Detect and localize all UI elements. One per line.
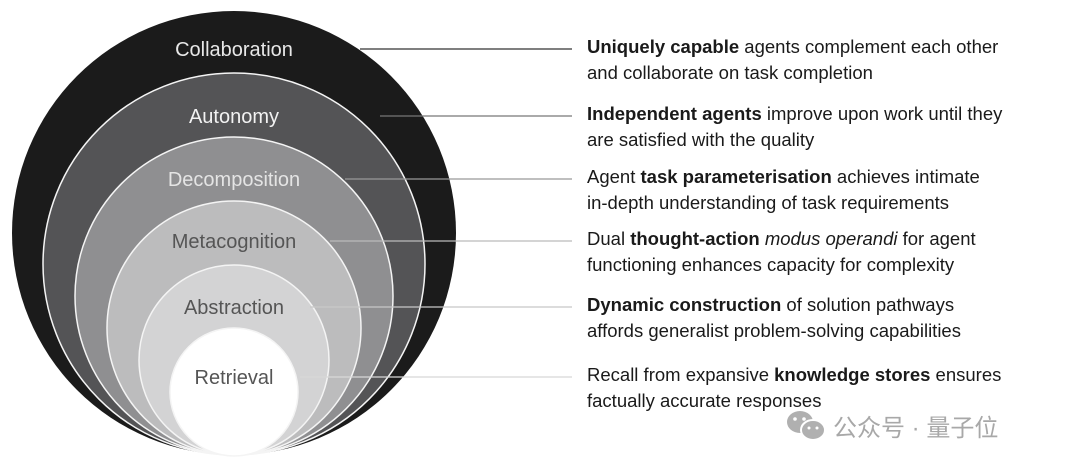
desc-text: agents complement each other [739,36,999,57]
desc-text: functioning enhances capacity for comple… [587,254,955,275]
emphasis-text: Uniquely capable [587,36,740,57]
layer-label: Decomposition [168,169,300,191]
layer-label: Metacognition [172,231,297,253]
desc-text: and collaborate on task completion [587,62,873,83]
layer-description: Independent agents improve upon work unt… [587,101,1002,153]
layer-description: Recall from expansive knowledge stores e… [587,362,1001,414]
desc-text: Agent [587,166,641,187]
desc-text: for agent [897,228,976,249]
layer-label: Collaboration [175,39,293,61]
layer-description: Dynamic construction of solution pathway… [587,292,961,344]
desc-text: achieves intimate [831,166,980,187]
desc-text: affords generalist problem-solving capab… [587,320,961,341]
wechat-icon [787,410,826,441]
emphasis-text: knowledge stores [774,364,931,385]
desc-text: factually accurate responses [587,390,822,411]
layer-description: Agent task parameterisation achieves int… [587,164,980,216]
layer-circle-retrieval [169,327,299,457]
emphasis-text: Dynamic construction [587,294,782,315]
desc-text: in-depth understanding of task requireme… [587,192,949,213]
desc-text: modus operandi [764,228,898,249]
emphasis-text: task parameterisation [640,166,832,187]
desc-text: of solution pathways [781,294,955,315]
layer-label: Abstraction [184,297,284,319]
layer-description: Dual thought-action modus operandi for a… [587,226,976,278]
emphasis-text: Independent agents [587,103,762,124]
emphasis-text: thought-action [630,228,760,249]
layer-label: Autonomy [189,106,279,128]
desc-text: Recall from expansive [587,364,775,385]
desc-text: Dual [587,228,631,249]
desc-text: ensures [930,364,1002,385]
watermark: 公众号 · 量子位 [785,408,998,443]
watermark-text: 公众号 · 量子位 [833,415,999,442]
layer-description: Uniquely capable agents complement each … [587,34,998,86]
desc-text: improve upon work until they [761,103,1003,124]
desc-text: are satisfied with the quality [587,129,815,150]
layer-label: Retrieval [195,367,274,389]
